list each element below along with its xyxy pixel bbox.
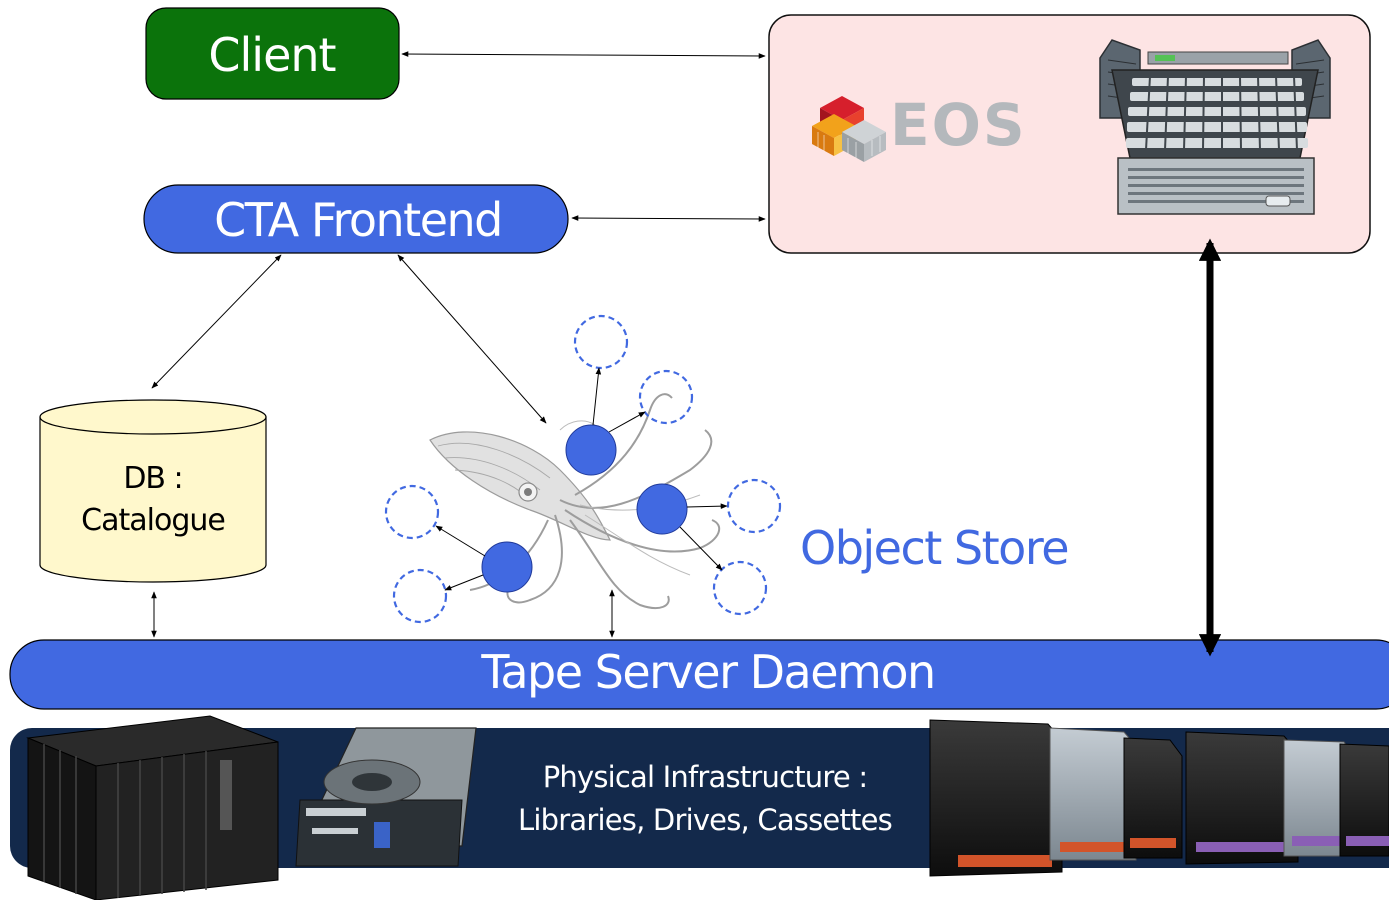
frontend-db-arrow [151,254,282,389]
physical-infrastructure-band: Physical Infrastructure : Libraries, Dri… [10,715,1389,900]
object-store: Object Store [384,314,1070,624]
connectors [151,51,766,638]
physical-infrastructure-line2: Libraries, Drives, Cassettes [518,803,892,837]
object-store-dashed-node [726,478,782,534]
object-store-dashed-node [392,568,448,624]
object-store-node [636,483,688,535]
eos-logo-icon [812,96,886,162]
tape-cassette-icon [929,719,1389,877]
disk-server-icon [1099,39,1331,215]
object-store-dashed-node [712,560,768,616]
db-label-line2: Catalogue [81,503,225,538]
client-eos-arrow [401,51,766,59]
db-label-line1: DB : [123,461,182,496]
object-store-dashed-node [573,314,629,370]
squid-illustration-icon [429,393,721,609]
tape-library-icon [26,715,279,900]
physical-infrastructure-line1: Physical Infrastructure : [543,760,868,794]
client-label: Client [208,28,335,82]
cta-frontend-label: CTA Frontend [214,193,502,247]
db-catalogue-node: DB : Catalogue [39,399,267,583]
tape-server-daemon-label: Tape Server Daemon [480,645,934,699]
client-node: Client [145,7,400,100]
object-store-node [481,541,533,593]
object-store-dashed-node [384,484,440,540]
tape-drive-icon [295,727,477,867]
frontend-objectstore-arrow [397,254,547,424]
frontend-eos-arrow [571,215,766,222]
object-store-dashed-node [638,369,694,425]
eos-logo-text: EOS [890,91,1027,159]
object-store-label: Object Store [800,521,1068,575]
cta-frontend-node: CTA Frontend [143,184,569,254]
object-store-node [565,424,617,476]
eos-panel: EOS [768,14,1371,254]
tape-server-daemon-node: Tape Server Daemon [9,639,1389,710]
